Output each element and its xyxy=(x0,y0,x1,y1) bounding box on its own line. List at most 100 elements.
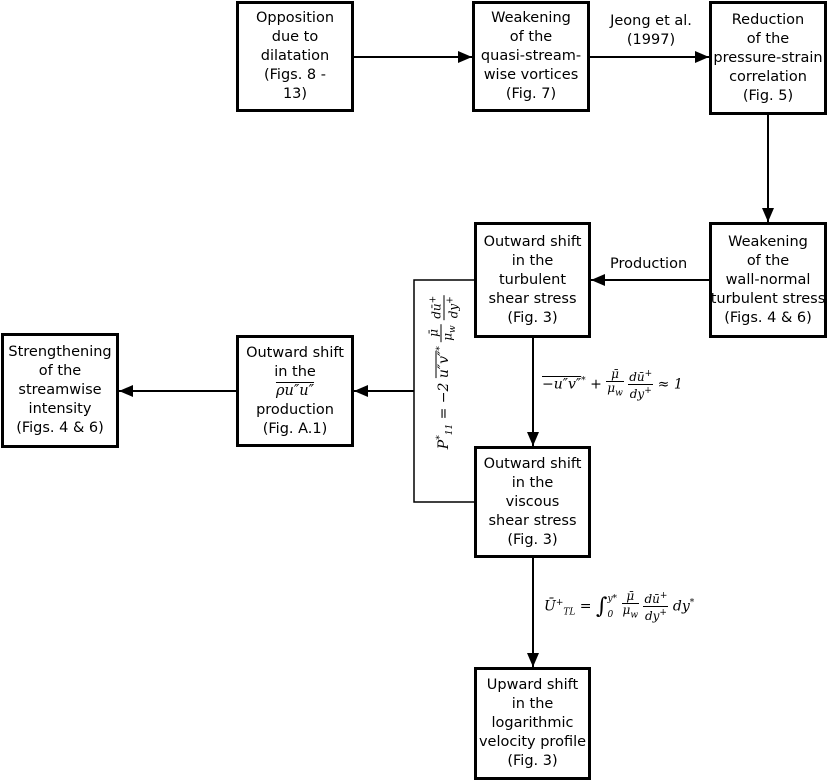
box-outward-turbulent-shear: Outward shift in the turbulent shear str… xyxy=(474,222,591,338)
eq-sup: + xyxy=(428,295,439,304)
eq-num: μ̄ xyxy=(427,324,442,342)
eq-sup: * xyxy=(581,375,586,386)
eq-num: dū+ xyxy=(427,294,445,320)
box-line: ρu″u″ xyxy=(246,382,344,401)
box-line: wall-normal xyxy=(725,271,811,288)
box-line: (Fig. 5) xyxy=(742,87,794,104)
box-reduction-pressure-strain: Reduction of the pressure-strain correla… xyxy=(709,1,827,115)
equation-utl-integral: Ū+TL = ∫y*0 μ̄μw dū+dy+ dy* xyxy=(544,590,694,623)
eq-sup: + xyxy=(555,597,564,608)
box-line: 13) xyxy=(282,86,308,102)
box-line: turbulent stress xyxy=(710,290,826,307)
eq-num: dū+ xyxy=(643,590,669,607)
eq-sub: w xyxy=(448,325,459,333)
eq-sub: TL xyxy=(563,607,576,618)
box-line: shear stress xyxy=(488,512,577,529)
eq-lhs: Ū xyxy=(544,598,556,615)
eq-op: = −2 xyxy=(436,382,452,420)
eq-op: = xyxy=(579,598,592,615)
box-line: correlation xyxy=(729,68,807,85)
box-line: of the xyxy=(509,29,553,45)
label-production: Production xyxy=(610,256,688,272)
eq-num: dū+ xyxy=(628,368,654,385)
eq-sup: * xyxy=(435,346,446,351)
eq-frac: μ̄μw xyxy=(621,590,640,622)
box-line: shear stress xyxy=(488,290,577,307)
eq-term: −u″v″ xyxy=(542,376,582,393)
eq-sup: + xyxy=(659,608,667,618)
eq-num-base: dū xyxy=(429,303,444,319)
box-line: in the xyxy=(274,363,316,380)
eq-sub: 11 xyxy=(444,423,455,436)
eq-sup: * xyxy=(435,435,446,440)
box-line: wise vortices xyxy=(483,67,579,83)
eq-num: μ̄ xyxy=(606,368,624,383)
eq-den: dy+ xyxy=(643,607,668,623)
eq-frac: μ̄μw xyxy=(427,324,460,342)
label-line: Jeong et al. xyxy=(610,13,692,29)
box-line: turbulent xyxy=(498,271,567,288)
eq-den-base: dy xyxy=(446,303,461,319)
eq-frac: dū+dy+ xyxy=(628,368,654,401)
eq-den-base: μ xyxy=(622,603,631,618)
eq-frac: dū+dy+ xyxy=(427,294,461,320)
box-line: (Fig. 3) xyxy=(507,309,558,326)
eq-tail: dy xyxy=(672,598,690,615)
box-line: quasi-stream- xyxy=(480,48,582,64)
eq-sup: * xyxy=(689,597,695,608)
eq-term: u″v″ xyxy=(436,350,452,379)
eq-frac: μ̄μw xyxy=(606,368,624,400)
eq-den-base: dy xyxy=(644,609,660,623)
eq-lhs: P xyxy=(436,439,452,450)
eq-den: dy+ xyxy=(628,385,653,401)
box-line: Reduction xyxy=(731,11,805,28)
eq-rhs: ≈ 1 xyxy=(657,376,683,393)
eq-lower-limit: 0 xyxy=(607,609,614,620)
box-line: Outward shift xyxy=(483,233,582,250)
eq-den: μw xyxy=(622,604,640,622)
box-line: (Fig. 7) xyxy=(505,86,557,102)
box-line: Weakening xyxy=(728,233,808,250)
box-line: of the xyxy=(746,30,790,47)
eq-sub: w xyxy=(615,388,623,399)
box-line: of the xyxy=(746,252,790,269)
eq-den-base: μ xyxy=(607,381,616,396)
box-line: production xyxy=(256,401,334,418)
eq-op: + xyxy=(590,376,602,393)
eq-sup: + xyxy=(644,369,653,379)
eq-sub: w xyxy=(630,610,639,621)
box-line: Outward shift xyxy=(483,455,582,472)
eq-sup: + xyxy=(644,386,652,396)
box-line: (Fig. 3) xyxy=(507,531,558,548)
overline-reynolds-term: ρu″u″ xyxy=(275,382,315,399)
eq-frac: dū+dy+ xyxy=(643,590,669,623)
box-line: Weakening xyxy=(491,10,571,26)
box-line: streamwise xyxy=(18,382,102,398)
equation-shear-balance: −u″v″* + μ̄μw dū+dy+ ≈ 1 xyxy=(542,368,683,401)
box-line: Opposition xyxy=(255,10,335,26)
box-outward-viscous-shear: Outward shift in the viscous shear stres… xyxy=(474,446,591,558)
box-line: (Figs. 4 & 6) xyxy=(16,420,104,436)
box-line: dilatation xyxy=(260,48,330,64)
box-line: (Figs. 4 & 6) xyxy=(724,309,812,326)
box-line: velocity profile xyxy=(478,734,587,750)
box-line: (Fig. 3) xyxy=(507,753,558,769)
label-jeong-reference: Jeong et al. (1997) xyxy=(597,12,705,50)
box-line: Upward shift xyxy=(486,677,579,693)
eq-num-base: dū xyxy=(629,370,645,384)
eq-sup: + xyxy=(445,296,456,304)
eq-den-base: μ xyxy=(440,332,455,341)
eq-upper-limit: y* xyxy=(607,593,618,604)
eq-den-base: dy xyxy=(629,387,645,401)
box-line: Strengthening xyxy=(8,344,112,360)
eq-integral-sign: ∫ xyxy=(595,594,608,619)
box-line: in the xyxy=(511,252,554,269)
box-line: pressure-strain xyxy=(713,49,823,66)
box-weakening-wall-normal: Weakening of the wall-normal turbulent s… xyxy=(709,222,827,338)
eq-sup: + xyxy=(659,591,668,601)
eq-limits: y* 0 xyxy=(607,591,617,623)
box-line: of the xyxy=(38,363,82,379)
box-line: in the xyxy=(511,474,554,491)
box-line: logarithmic xyxy=(491,715,574,731)
